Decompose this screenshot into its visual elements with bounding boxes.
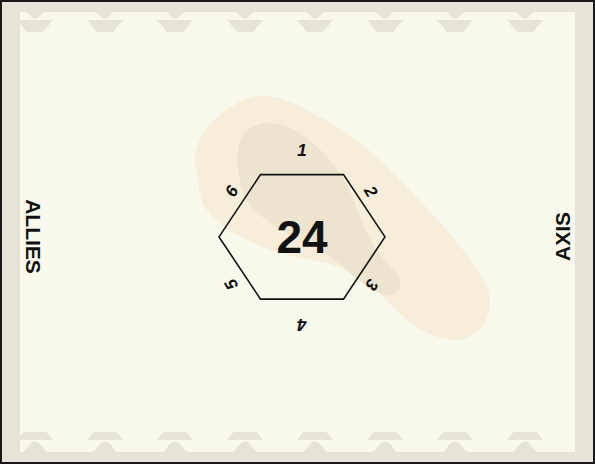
hex-side-number: 4	[297, 316, 306, 333]
hex-number: 24	[276, 210, 327, 264]
island-shape	[195, 96, 490, 340]
hex-node: 24	[219, 165, 385, 309]
side-label: ALLIES	[23, 199, 44, 274]
play-area	[20, 12, 575, 452]
island-highland	[237, 123, 400, 295]
side-label: AXIS	[552, 211, 573, 260]
hex-border	[219, 175, 385, 300]
bottom-teeth	[20, 432, 575, 452]
top-teeth	[20, 12, 575, 32]
hex-side-number: 1	[297, 142, 306, 159]
